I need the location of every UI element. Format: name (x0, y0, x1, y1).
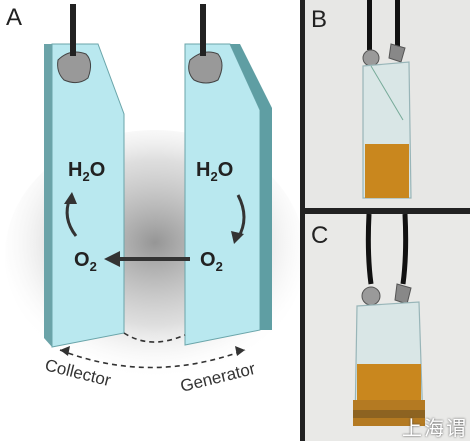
panel-b-photo: B (305, 0, 470, 208)
panel-a-letter: A (6, 4, 23, 31)
collector-electrode (51, 43, 125, 348)
watermark: 上海谓 (402, 418, 468, 440)
generator-electrode (184, 43, 261, 346)
generator-clip (188, 51, 223, 84)
horizontal-divider (305, 208, 470, 214)
collector-wire-icon (70, 4, 76, 56)
right-h2o-label: H2O (196, 159, 233, 184)
left-curved-arrowhead-icon (64, 192, 77, 204)
left-h2o-label: H2O (68, 159, 105, 184)
dashed-arc-arrowhead-icon (60, 346, 70, 356)
panel-b-image (305, 0, 470, 208)
generator-wire-icon (200, 4, 206, 56)
right-o2-label: O2 (200, 249, 223, 274)
vertical-divider (300, 0, 305, 441)
o2-transfer-arrowhead-icon (104, 251, 120, 267)
panel-a-diagram: H2O O2 H2O O2 Collector Generator (5, 4, 305, 396)
generator-electrode-edge (230, 44, 272, 330)
right-curved-arrowhead-icon (231, 231, 244, 244)
dashed-arc-arrowhead-right-icon (235, 346, 245, 356)
panel-a: H2O O2 H2O O2 Collector Generator A (5, 4, 305, 396)
inner-dashed-arc (123, 332, 186, 343)
outer-dashed-arc (59, 349, 246, 369)
collector-clip (57, 51, 92, 84)
panel-c-image (305, 213, 470, 441)
panel-b-letter: B (311, 6, 328, 33)
panel-c-letter: C (311, 222, 329, 249)
left-o2-label: O2 (74, 249, 97, 274)
collector-electrode-edge (44, 44, 52, 347)
panel-c-photo: C (305, 213, 470, 441)
